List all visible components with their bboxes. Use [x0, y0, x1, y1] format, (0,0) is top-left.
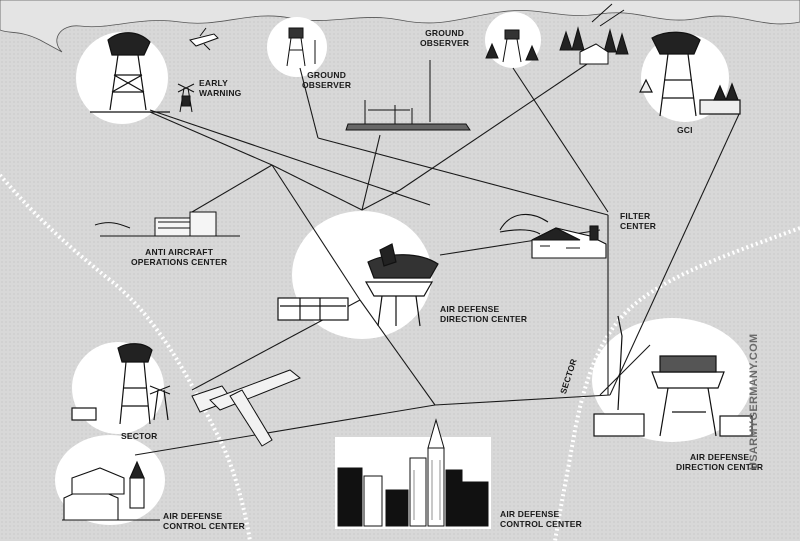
label-adcc-city: AIR DEFENSE CONTROL CENTER	[500, 509, 582, 529]
church-icon	[62, 460, 160, 521]
label-ground-observer-1: GROUND OBSERVER	[302, 70, 352, 90]
label-anti-aircraft: ANTI AIRCRAFT OPERATIONS CENTER	[131, 247, 228, 267]
mountain-ridge	[0, 0, 800, 53]
windmill-icon	[177, 83, 195, 113]
label-ground-observer-2: GROUND OBSERVER	[420, 28, 470, 48]
airfield-icon	[191, 369, 301, 447]
watermark: USARMYGERMANY.COM	[748, 333, 760, 471]
label-early-warning: EARLY WARNING	[199, 78, 242, 98]
label-adcc-left: AIR DEFENSE CONTROL CENTER	[163, 511, 245, 531]
observation-tower-icon	[485, 29, 539, 63]
house-icon	[499, 213, 607, 259]
radar-tower-icon	[639, 31, 741, 117]
label-addc-right: AIR DEFENSE DIRECTION CENTER	[676, 452, 764, 472]
city-skyline-icon	[337, 418, 489, 527]
radar-tower-icon	[593, 315, 753, 437]
radar-tower-icon	[71, 343, 171, 425]
forest-icon	[559, 3, 629, 65]
label-sector-left: SECTOR	[121, 431, 158, 441]
sector-boundary-left	[0, 173, 252, 541]
label-gci: GCI	[677, 125, 693, 135]
label-addc-center: AIR DEFENSE DIRECTION CENTER	[440, 304, 528, 324]
communication-lines	[134, 61, 741, 456]
sector-boundary-right	[553, 226, 800, 541]
radio-antenna-icon	[345, 60, 471, 131]
vignette-ground-observer-1	[267, 17, 327, 77]
vignette-ground-observer-2	[485, 12, 541, 68]
label-filter-center: FILTER CENTER	[620, 211, 657, 231]
aircraft-icon	[189, 27, 219, 51]
observation-tower-icon	[286, 27, 316, 67]
radar-tower-icon	[277, 243, 439, 327]
house-icon	[94, 211, 240, 237]
radar-tower-icon	[90, 32, 170, 113]
